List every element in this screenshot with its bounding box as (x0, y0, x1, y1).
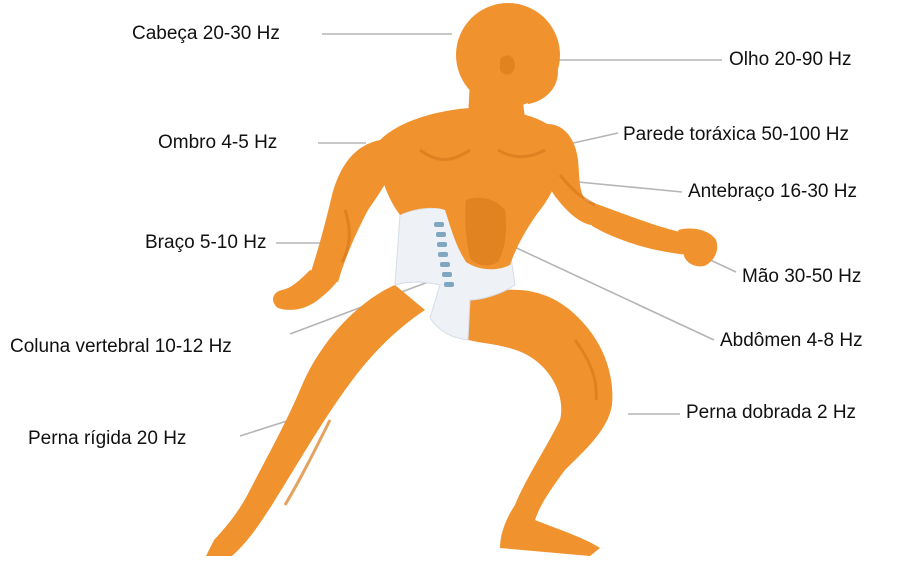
label-hand: Mão 30-50 Hz (742, 266, 861, 288)
label-abdomen: Abdômen 4-8 Hz (720, 330, 863, 352)
leader-forearm (578, 182, 682, 192)
label-spine: Coluna vertebral 10-12 Hz (10, 336, 232, 358)
rigid-leg (206, 285, 425, 556)
label-shoulder: Ombro 4-5 Hz (158, 132, 277, 154)
ear-shade (500, 55, 515, 74)
label-head: Cabeça 20-30 Hz (132, 23, 280, 45)
label-forearm: Antebraço 16-30 Hz (688, 181, 857, 203)
label-arm: Braço 5-10 Hz (145, 232, 266, 254)
right-forearm (585, 200, 690, 255)
left-upper-arm (310, 140, 400, 282)
bent-leg (468, 290, 612, 556)
right-hand (678, 228, 717, 266)
label-rigid-leg: Perna rígida 20 Hz (28, 428, 186, 450)
label-chest-wall: Parede toráxica 50-100 Hz (623, 124, 849, 146)
abdomen-shading (465, 198, 506, 266)
body-shapes (206, 3, 717, 556)
label-bent-leg: Perna dobrada 2 Hz (686, 402, 856, 424)
label-eye: Olho 20-90 Hz (729, 49, 852, 71)
